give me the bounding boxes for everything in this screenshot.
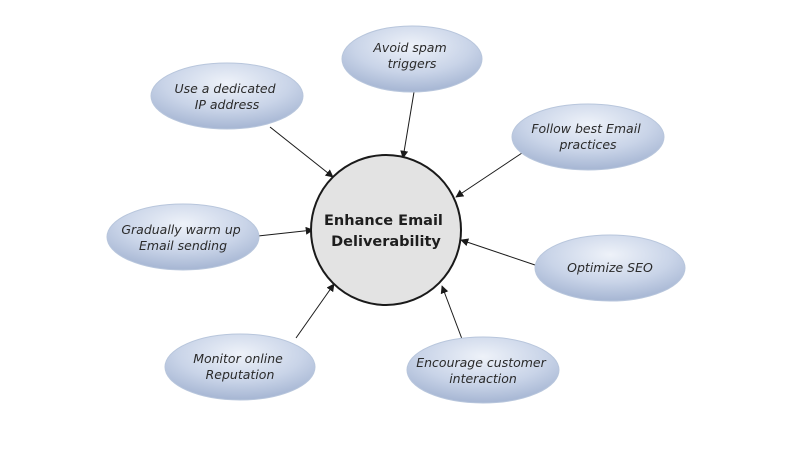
node-ellipse	[534, 234, 686, 302]
node-label-line: Encourage customer	[416, 355, 546, 370]
node-label-line: Optimize SEO	[567, 260, 653, 275]
node-label-line: Monitor online	[193, 351, 283, 366]
center-label: Enhance Email Deliverability	[324, 213, 448, 250]
node-warm-up: Gradually warm up Email sending	[106, 203, 260, 271]
node-label: Gradually warm up Email sending	[121, 222, 244, 253]
node-label-line: triggers	[388, 56, 437, 71]
node-best-practices: Follow best Email practices	[511, 103, 665, 171]
node-label-line: Avoid spam	[372, 40, 446, 55]
center-label-line-1: Enhance Email	[324, 213, 443, 229]
node-monitor-reputation: Monitor online Reputation	[164, 333, 316, 401]
node-label-line: Use a dedicated	[174, 81, 275, 96]
node-avoid-spam: Avoid spam triggers	[341, 25, 483, 93]
node-label-line: Reputation	[206, 367, 275, 382]
node-label: Follow best Email practices	[531, 121, 644, 152]
node-label-line: IP address	[195, 97, 260, 112]
node-ellipse	[164, 333, 316, 401]
connector-warm-up	[257, 226, 314, 237]
node-label-line: Email sending	[139, 238, 227, 253]
connector-avoid-spam	[400, 91, 415, 159]
node-ellipse	[150, 62, 304, 130]
node-optimize-seo: Optimize SEO	[534, 234, 686, 302]
node-ellipse	[341, 25, 483, 93]
node-label-line: Follow best Email	[531, 121, 641, 136]
connector-customer-interaction	[440, 285, 463, 340]
node-label-line: Gradually warm up	[121, 222, 240, 237]
node-label-line: interaction	[449, 371, 517, 386]
node-ellipse	[406, 336, 560, 404]
connector-optimize-seo	[460, 238, 539, 267]
node-label: Monitor online Reputation	[193, 351, 287, 382]
connector-dedicated-ip	[269, 126, 334, 178]
node-ellipse	[106, 203, 260, 271]
center-label-line-2: Deliverability	[331, 234, 441, 250]
connector-best-practices	[455, 152, 523, 198]
node-dedicated-ip: Use a dedicated IP address	[150, 62, 304, 130]
connectors	[257, 91, 539, 340]
connector-monitor-reputation	[295, 283, 335, 339]
node-label-line: practices	[558, 137, 617, 152]
center-circle	[310, 154, 462, 306]
node-label: Optimize SEO	[567, 260, 653, 275]
node-label: Encourage customer interaction	[416, 355, 550, 386]
node-customer-interaction: Encourage customer interaction	[406, 336, 560, 404]
center-node: Enhance Email Deliverability	[310, 154, 462, 306]
node-ellipse	[511, 103, 665, 171]
node-label: Use a dedicated IP address	[174, 81, 279, 112]
node-label: Avoid spam triggers	[372, 40, 450, 71]
